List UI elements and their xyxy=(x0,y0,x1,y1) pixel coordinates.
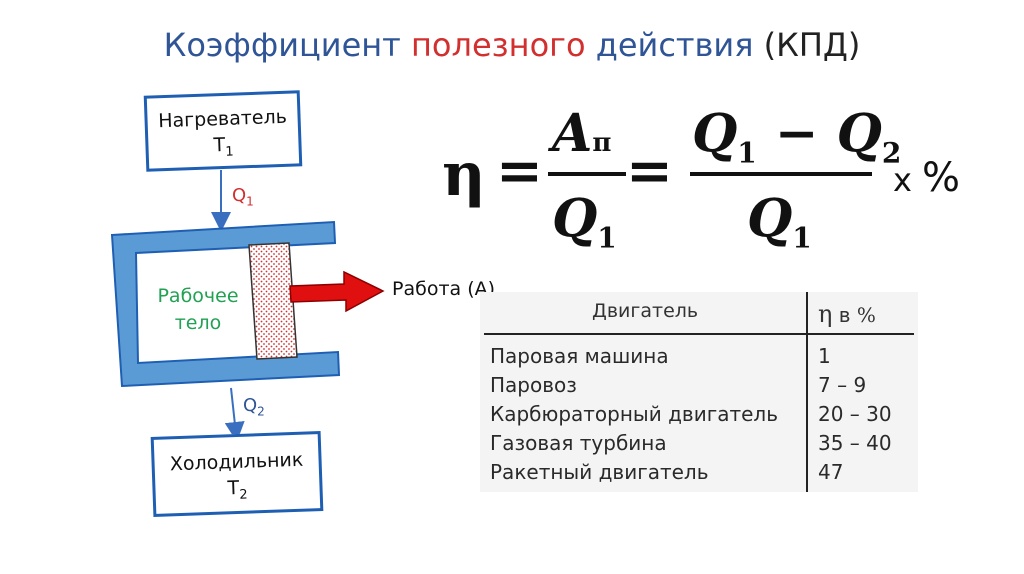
cylinder xyxy=(110,220,341,388)
q2-label: Q2 xyxy=(243,395,265,419)
title-part-2: полезного xyxy=(410,26,586,64)
fraction-1-denominator: Q1 xyxy=(552,188,617,255)
title-part-4: (КПД) xyxy=(763,26,861,64)
table-header-rule xyxy=(484,333,914,335)
q1-label: Q1 xyxy=(232,185,254,209)
table-header-engine: Двигатель xyxy=(592,300,699,322)
heater-temperature: T1 xyxy=(213,133,234,160)
q2-arrow xyxy=(224,387,245,442)
piston xyxy=(248,242,298,360)
fraction-2-bar xyxy=(690,172,872,176)
fraction-1-numerator: Aп xyxy=(552,103,612,164)
formula-equals-2: = xyxy=(626,138,673,204)
fraction-2-numerator: Q1 − Q2 xyxy=(692,103,902,170)
heater-box: Нагреватель T1 xyxy=(143,90,303,172)
title-part-1: Коэффициент xyxy=(163,26,411,64)
slide-title: Коэффициент полезного действия (КПД) xyxy=(0,26,1024,64)
work-label: Работа (А) xyxy=(392,278,496,300)
cooler-box: Холодильник T2 xyxy=(150,431,324,517)
formula-eta: η xyxy=(442,140,486,210)
fraction-1-bar xyxy=(548,172,626,176)
formula-percent: x% xyxy=(893,155,960,201)
working-body-label: Рабочее тело xyxy=(157,285,239,334)
heater-label: Нагреватель xyxy=(157,105,288,133)
work-arrow xyxy=(289,270,385,313)
fraction-2-denominator: Q1 xyxy=(747,188,812,255)
cooler-temperature: T2 xyxy=(227,476,248,503)
table-column-rule xyxy=(806,292,808,492)
title-part-3: действия xyxy=(585,26,764,64)
formula-equals-1: = xyxy=(496,138,543,204)
table-header-efficiency: η в % xyxy=(818,300,876,328)
